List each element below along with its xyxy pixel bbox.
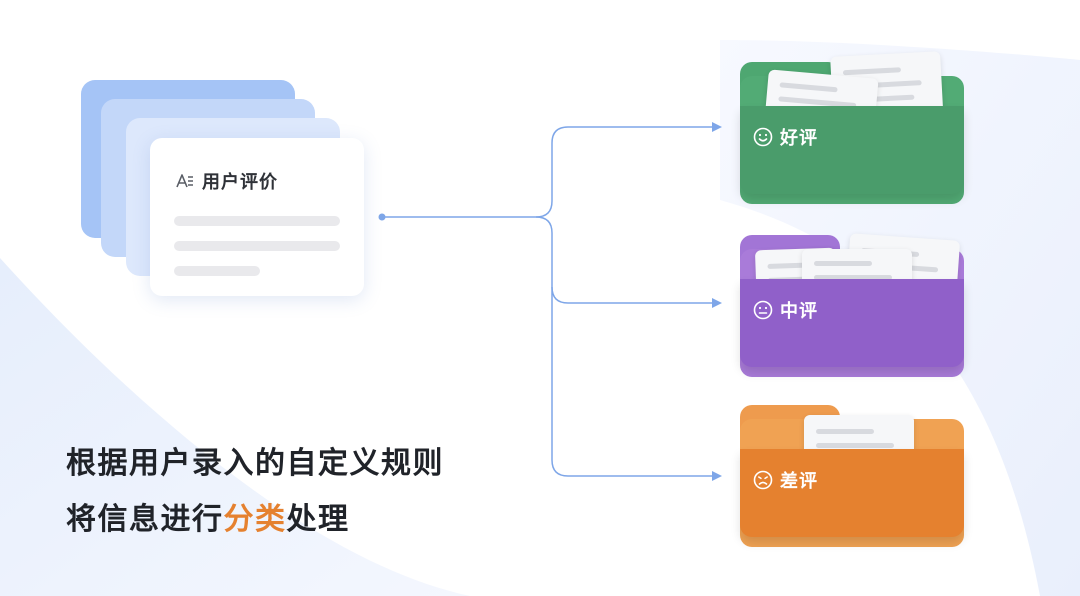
category-label-text: 中评 (780, 301, 818, 322)
text-format-icon (176, 174, 193, 188)
category-label-text: 差评 (780, 471, 818, 492)
category-label: 好评 (752, 124, 818, 150)
smile-icon (753, 127, 773, 147)
caption-suffix: 处理 (286, 502, 350, 537)
category-label: 差评 (752, 467, 818, 493)
caption-line-1: 根据用户录入的自定义规则 (66, 446, 444, 481)
frown-icon (753, 470, 773, 490)
arrow-head-good (712, 122, 722, 132)
folder-bad-review: 差评 (740, 405, 964, 547)
folder-good-review: 好评 (740, 51, 964, 204)
connector-origin-dot (378, 213, 386, 221)
category-label: 中评 (752, 297, 818, 323)
placeholder-line (174, 241, 340, 251)
folder-front: 中评 (740, 279, 964, 367)
folder-neutral-review: 中评 (740, 233, 964, 377)
user-review-card: 用户评价 (150, 138, 364, 296)
neutral-face-icon (753, 300, 773, 320)
caption-prefix: 将信息进行 (66, 502, 224, 537)
card-title: 用户评价 (202, 172, 278, 193)
caption-line-2: 将信息进行分类处理 (66, 494, 350, 538)
category-label-text: 好评 (780, 128, 818, 149)
card-header: 用户评价 (174, 168, 278, 194)
folder-front: 好评 (740, 106, 964, 194)
arrow-head-mid (712, 298, 722, 308)
arrow-head-bad (712, 471, 722, 481)
placeholder-line (174, 266, 260, 276)
placeholder-line (174, 216, 340, 226)
caption-highlight: 分类 (223, 502, 287, 537)
folder-front: 差评 (740, 449, 964, 537)
